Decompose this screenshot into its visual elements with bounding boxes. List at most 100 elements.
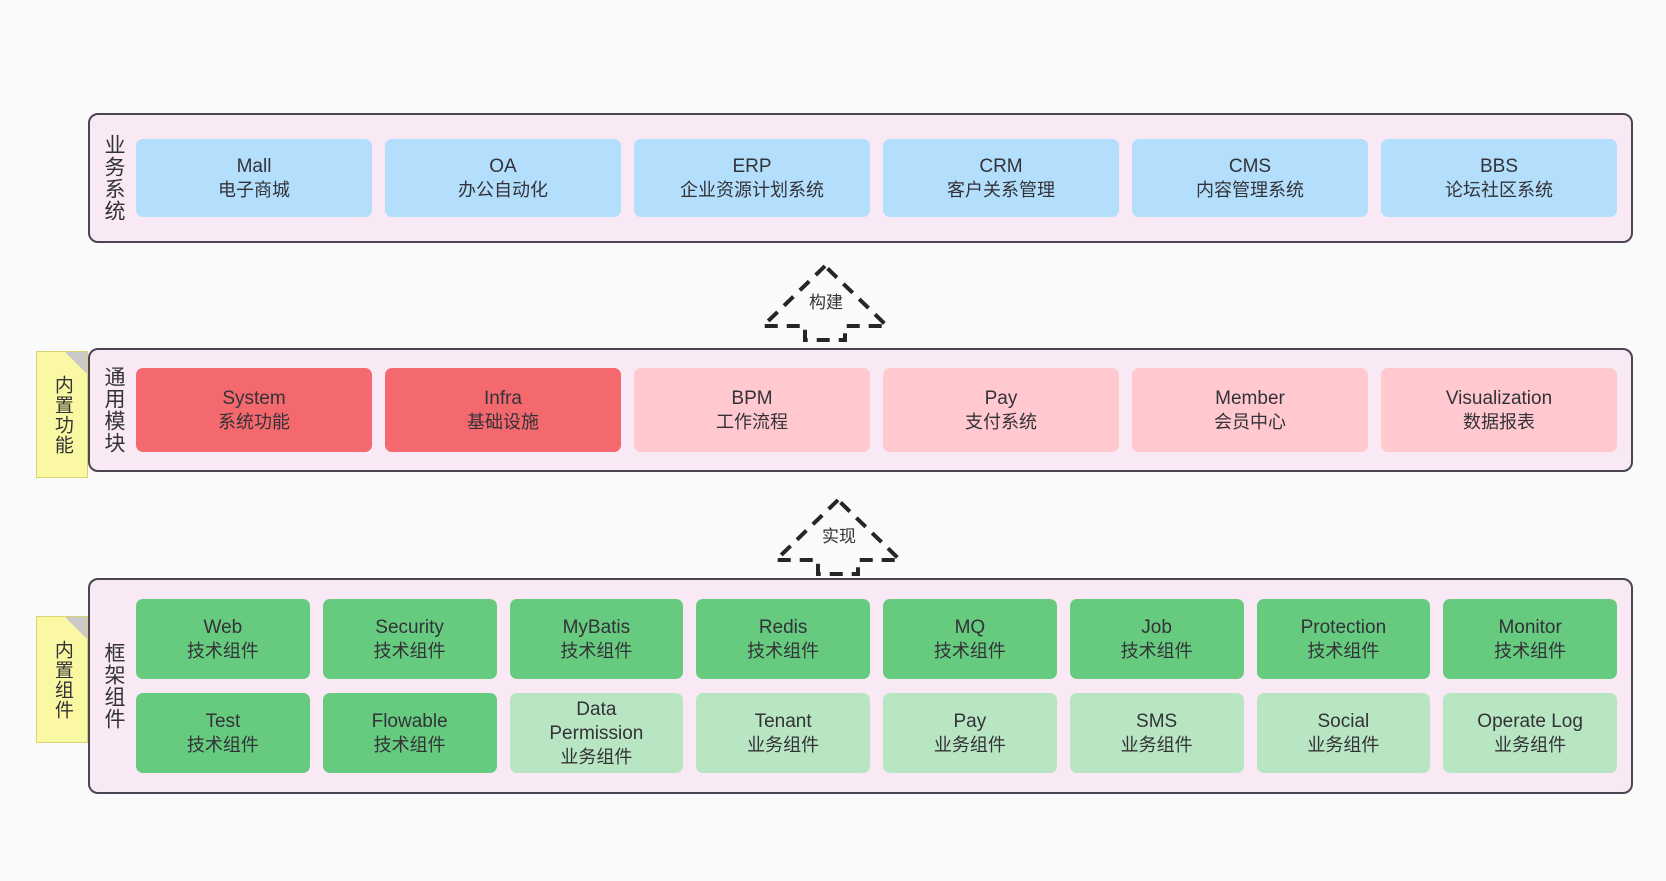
card-monitor[interactable]: Monitor 技术组件 [1443,599,1617,679]
card-protection[interactable]: Protection 技术组件 [1256,599,1431,679]
business-card-row: Mall 电子商城 OA 办公自动化 ERP 企业资源计划系统 CRM 客户关系… [136,139,1617,217]
sticky-fold-icon [65,352,87,374]
layer-framework-component[interactable]: 框架组件 Web 技术组件 Security 技术组件 MyBatis 技术组件 [88,578,1633,794]
card-infra[interactable]: Infra 基础设施 [385,368,621,452]
card-erp-sub: 企业资源计划系统 [680,179,824,200]
framework-card-row-2: Test 技术组件 Flowable 技术组件 Data Permission … [136,693,1617,773]
card-mq-name: MQ [954,616,986,638]
card-mall-sub: 电子商城 [218,179,290,200]
card-oa-name: OA [489,155,517,177]
layer-framework-component-title: 框架组件 [101,642,125,730]
card-security[interactable]: Security 技术组件 [322,599,497,679]
layer-business-body: Mall 电子商城 OA 办公自动化 ERP 企业资源计划系统 CRM 客户关系… [136,115,1631,241]
card-job[interactable]: Job 技术组件 [1069,599,1244,679]
card-job-name: Job [1141,616,1172,638]
card-flowable-sub: 技术组件 [373,734,446,755]
card-test-sub: 技术组件 [186,734,259,755]
card-bbs[interactable]: BBS 论坛社区系统 [1381,139,1617,217]
card-protection-name: Protection [1300,616,1387,638]
card-social[interactable]: Social 业务组件 [1256,693,1431,773]
card-bpm-name: BPM [731,387,773,409]
sticky-note-builtin-component-text: 内置组件 [51,639,73,720]
card-mq-sub: 技术组件 [933,640,1006,661]
card-pay-module[interactable]: Pay 支付系统 [883,368,1119,452]
card-erp-name: ERP [732,155,772,177]
card-infra-name: Infra [483,387,523,409]
card-crm-sub: 客户关系管理 [947,179,1055,200]
card-social-name: Social [1317,710,1370,732]
card-crm-name: CRM [979,155,1023,177]
connector-implement: 实现 [768,492,918,576]
framework-card-rows: Web 技术组件 Security 技术组件 MyBatis 技术组件 Redi… [136,599,1617,773]
card-web-sub: 技术组件 [186,640,259,661]
card-protection-sub: 技术组件 [1307,640,1380,661]
card-mall[interactable]: Mall 电子商城 [136,139,372,217]
card-sms-sub: 业务组件 [1120,734,1193,755]
card-security-name: Security [375,616,444,638]
card-job-sub: 技术组件 [1120,640,1193,661]
card-test[interactable]: Test 技术组件 [136,693,310,773]
card-web[interactable]: Web 技术组件 [136,599,310,679]
card-tenant-name: Tenant [754,710,812,732]
card-web-name: Web [203,616,243,638]
card-mybatis[interactable]: MyBatis 技术组件 [509,599,684,679]
card-redis-sub: 技术组件 [747,640,820,661]
framework-card-row-1: Web 技术组件 Security 技术组件 MyBatis 技术组件 Redi… [136,599,1617,679]
card-test-name: Test [205,710,241,732]
card-pay-component-sub: 业务组件 [933,734,1006,755]
card-cms[interactable]: CMS 内容管理系统 [1132,139,1368,217]
connector-build-label: 构建 [809,293,843,312]
layer-common-module[interactable]: 通用模块 System 系统功能 Infra 基础设施 BPM 工作流程 Pay… [88,348,1633,472]
card-data-permission-sub: 业务组件 [560,746,633,767]
card-system-sub: 系统功能 [218,411,290,432]
card-bbs-name: BBS [1479,155,1519,177]
card-visualization-sub: 数据报表 [1463,411,1535,432]
card-redis-name: Redis [758,616,808,638]
sticky-note-builtin-function-text: 内置功能 [51,374,73,455]
card-infra-sub: 基础设施 [467,411,539,432]
card-bpm-sub: 工作流程 [716,411,788,432]
connector-build: 构建 [755,258,905,342]
card-crm[interactable]: CRM 客户关系管理 [883,139,1119,217]
card-system[interactable]: System 系统功能 [136,368,372,452]
card-flowable[interactable]: Flowable 技术组件 [322,693,497,773]
card-operate-log-sub: 业务组件 [1494,734,1567,755]
connector-build-shape [758,263,892,342]
card-data-permission-name: Data Permission [549,699,644,744]
card-mall-name: Mall [236,155,272,177]
sticky-note-builtin-function[interactable]: 内置功能 [36,351,88,478]
card-erp[interactable]: ERP 企业资源计划系统 [634,139,870,217]
card-system-name: System [222,387,286,409]
card-monitor-sub: 技术组件 [1494,640,1567,661]
card-mybatis-sub: 技术组件 [560,640,633,661]
card-sms-name: SMS [1136,710,1178,732]
layer-business-system[interactable]: 业务系统 Mall 电子商城 OA 办公自动化 ERP 企业资源计划系统 CRM… [88,113,1633,243]
card-bbs-sub: 论坛社区系统 [1445,179,1553,200]
card-pay-module-name: Pay [984,387,1018,409]
card-cms-sub: 内容管理系统 [1196,179,1304,200]
card-visualization-name: Visualization [1445,387,1553,409]
card-cms-name: CMS [1228,155,1272,177]
card-tenant[interactable]: Tenant 业务组件 [696,693,870,773]
card-mq[interactable]: MQ 技术组件 [883,599,1057,679]
card-visualization[interactable]: Visualization 数据报表 [1381,368,1617,452]
connector-implement-label: 实现 [822,527,856,546]
sticky-fold-icon [65,617,87,639]
card-data-permission[interactable]: Data Permission 业务组件 [509,693,684,773]
sticky-note-builtin-component[interactable]: 内置组件 [36,616,88,743]
layer-business-title: 业务系统 [101,134,125,222]
card-oa-sub: 办公自动化 [458,179,548,200]
card-operate-log[interactable]: Operate Log 业务组件 [1443,693,1617,773]
card-member[interactable]: Member 会员中心 [1132,368,1368,452]
card-pay-component[interactable]: Pay 业务组件 [883,693,1057,773]
card-flowable-name: Flowable [371,710,448,732]
card-redis[interactable]: Redis 技术组件 [696,599,870,679]
card-pay-module-sub: 支付系统 [965,411,1037,432]
connector-implement-shape [771,497,905,576]
card-oa[interactable]: OA 办公自动化 [385,139,621,217]
card-security-sub: 技术组件 [373,640,446,661]
card-bpm[interactable]: BPM 工作流程 [634,368,870,452]
card-sms[interactable]: SMS 业务组件 [1069,693,1244,773]
card-operate-log-name: Operate Log [1477,710,1583,732]
